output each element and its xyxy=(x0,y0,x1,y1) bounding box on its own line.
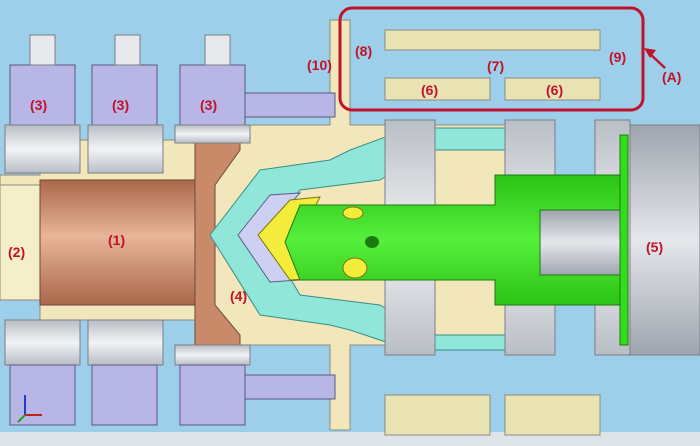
green-rod xyxy=(619,134,629,346)
highlight-box-a xyxy=(338,6,645,112)
label-6b: (6) xyxy=(546,82,563,98)
label-3b: (3) xyxy=(112,97,129,113)
label-1: (1) xyxy=(108,232,125,248)
coil-blocks-top xyxy=(4,34,336,174)
label-5: (5) xyxy=(646,239,663,255)
coil-blocks-bottom xyxy=(4,319,336,426)
label-a: (A) xyxy=(662,69,681,85)
bellows-upper xyxy=(384,29,601,51)
bellows-bottom-right xyxy=(504,394,601,436)
bellows-bottom-left xyxy=(384,394,491,436)
xyz-axis-triad-icon xyxy=(17,395,42,423)
green-collar xyxy=(539,209,626,276)
label-3a: (3) xyxy=(30,97,47,113)
label-3c: (3) xyxy=(200,97,217,113)
bellows-lower-left xyxy=(384,77,491,101)
label-9: (9) xyxy=(609,49,626,65)
end-plug-2 xyxy=(0,184,43,301)
label-6a: (6) xyxy=(421,82,438,98)
arrowhead-a xyxy=(644,48,656,58)
bellows-lower-right xyxy=(504,77,601,101)
green-hole xyxy=(365,236,379,248)
copper-cylinder-1 xyxy=(39,179,201,306)
yellow-hole-1 xyxy=(342,206,364,220)
right-cylinder-5 xyxy=(629,124,700,356)
label-2: (2) xyxy=(8,244,25,260)
label-10: (10) xyxy=(307,57,332,73)
yellow-hole-2 xyxy=(342,257,368,279)
label-8: (8) xyxy=(355,43,372,59)
label-4: (4) xyxy=(230,288,247,304)
label-7: (7) xyxy=(487,58,504,74)
